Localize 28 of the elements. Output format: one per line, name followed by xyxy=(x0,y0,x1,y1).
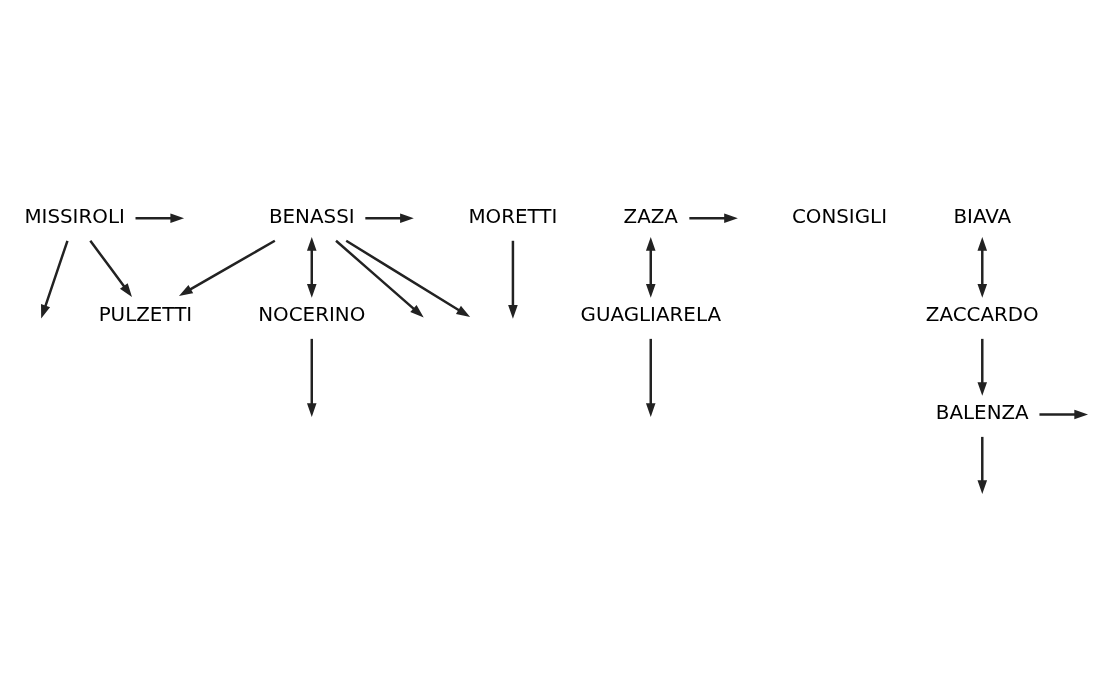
arrow xyxy=(178,239,276,296)
node-text: PULZETTI xyxy=(98,302,193,326)
node-text: BENASSI xyxy=(268,204,355,228)
arrow xyxy=(977,436,988,494)
node-text: ZACCARDO xyxy=(925,302,1039,326)
arrow xyxy=(345,239,471,317)
node-text: ZAZA xyxy=(623,204,678,228)
arrow xyxy=(89,239,132,297)
node-text: MORETTI xyxy=(468,204,558,228)
arrow xyxy=(1039,409,1088,419)
arrow xyxy=(365,213,414,223)
node-text: BALENZA xyxy=(935,400,1029,424)
arrow xyxy=(977,236,988,298)
node-text: CONSIGLI xyxy=(791,204,888,228)
node-text: MISSIROLI xyxy=(24,204,125,228)
node-text: GUAGLIARELA xyxy=(580,302,722,326)
arrow xyxy=(508,240,518,319)
arrow xyxy=(307,236,317,298)
arrow xyxy=(41,239,69,319)
node-text: BIAVA xyxy=(953,204,1012,228)
arrow xyxy=(135,213,185,223)
node-text: NOCERINO xyxy=(258,302,366,326)
arrow xyxy=(689,213,738,223)
arrow xyxy=(307,338,317,417)
arrow xyxy=(645,338,656,417)
arrow xyxy=(645,236,656,298)
arrow xyxy=(977,338,988,396)
arrow xyxy=(335,239,424,317)
